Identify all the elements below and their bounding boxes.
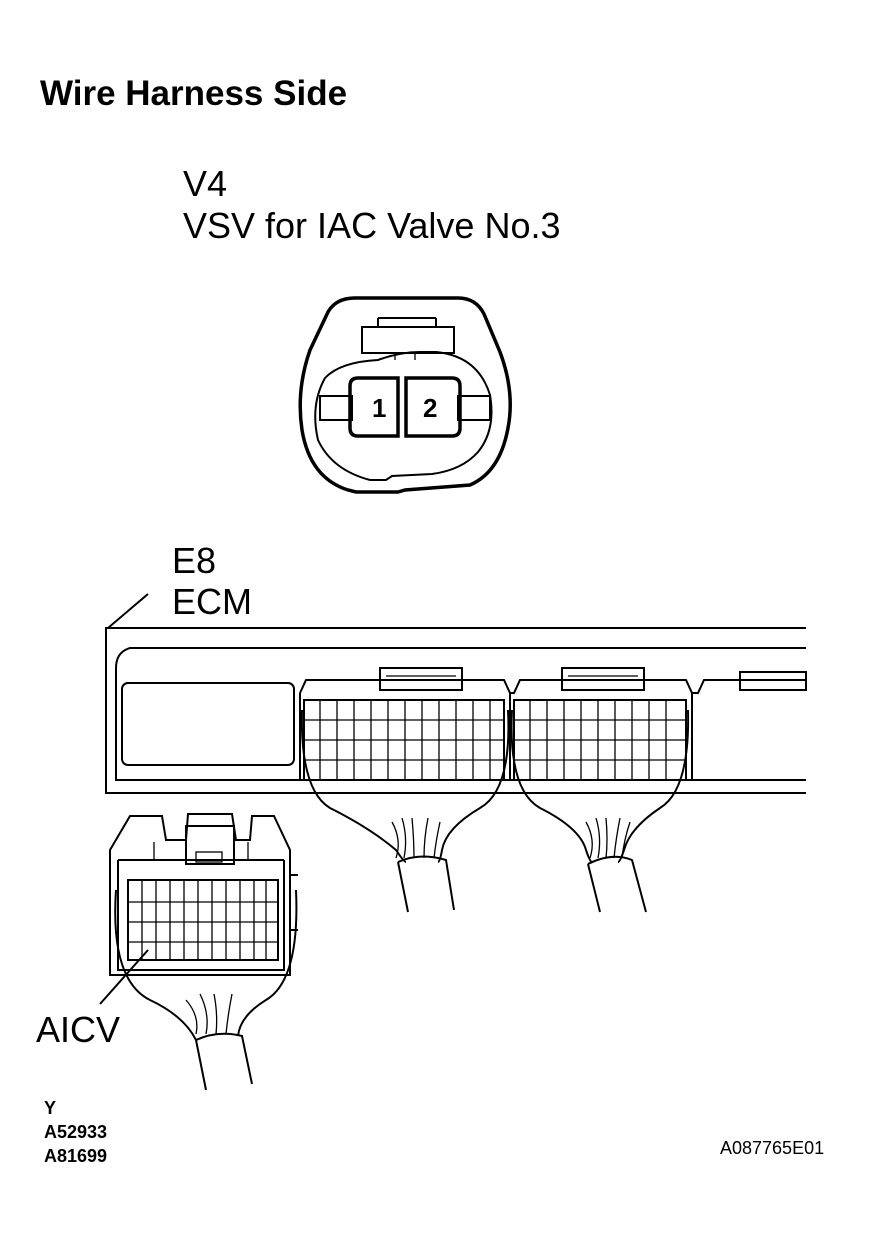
- vsv-connector-code: V4: [183, 163, 227, 204]
- vsv-pin-2: 2: [423, 393, 437, 423]
- footer-code-1: Y: [44, 1098, 56, 1118]
- figure-id: A087765E01: [720, 1138, 824, 1158]
- aicv-terminal-label: AICV: [36, 1009, 120, 1050]
- page-heading: Wire Harness Side: [40, 74, 347, 113]
- ecm-harness-right: [510, 709, 690, 913]
- ecm-leader-line: [107, 593, 149, 629]
- footer-code-3: A81699: [44, 1146, 107, 1166]
- ecm-body: [105, 627, 807, 794]
- vsv-connector-name: VSV for IAC Valve No.3: [183, 205, 561, 246]
- vsv-connector-drawing: [298, 296, 512, 494]
- aicv-harness-connector: [109, 813, 298, 1091]
- aicv-pointer-line: [99, 949, 149, 1005]
- footer-code-2: A52933: [44, 1122, 107, 1142]
- ecm-socket-right: [513, 699, 687, 781]
- ecm-connector-code: E8: [172, 540, 216, 581]
- vsv-pin-1: 1: [372, 393, 386, 423]
- ecm-harness-left: [300, 709, 510, 913]
- ecm-connector-name: ECM: [172, 581, 252, 622]
- ecm-socket-left: [303, 699, 505, 781]
